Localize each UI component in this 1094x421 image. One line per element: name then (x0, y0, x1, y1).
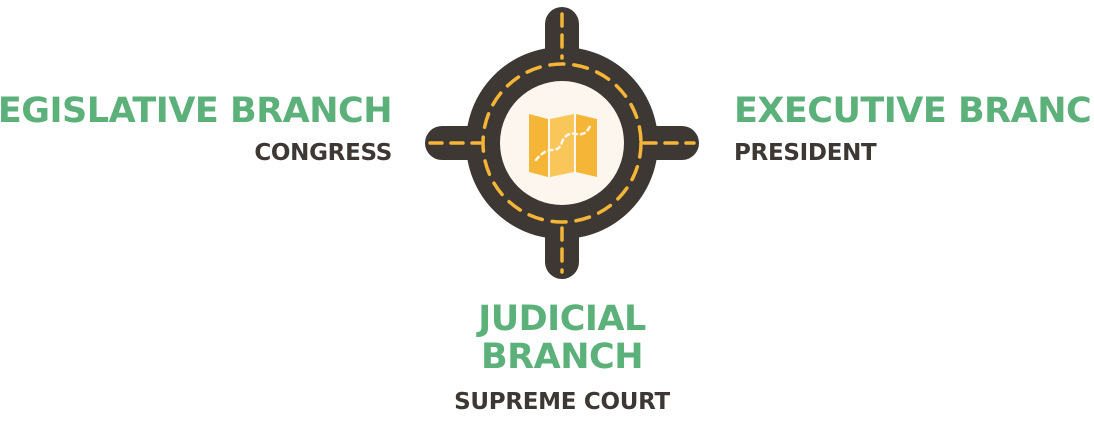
lane-markings (428, 12, 696, 274)
judicial-branch: JUDICIAL BRANCH SUPREME COURT (447, 300, 677, 416)
legislative-branch: LEGISLATIVE BRANCH CONGRESS (0, 91, 392, 167)
legislative-branch-title: LEGISLATIVE BRANCH (0, 91, 392, 131)
judicial-branch-title-line1: JUDICIAL (478, 299, 646, 339)
judicial-branch-title-line2: BRANCH (481, 337, 644, 377)
judicial-branch-subtitle: SUPREME COURT (454, 389, 670, 415)
executive-branch-subtitle: PRESIDENT (734, 140, 877, 166)
executive-branch: EXECUTIVE BRANCH PRESIDENT (734, 91, 1094, 167)
ring-lane-marking (481, 62, 643, 224)
executive-branch-title: EXECUTIVE BRANCH (734, 91, 1094, 131)
map-icon (529, 114, 597, 177)
legislative-branch-subtitle: CONGRESS (254, 140, 392, 166)
